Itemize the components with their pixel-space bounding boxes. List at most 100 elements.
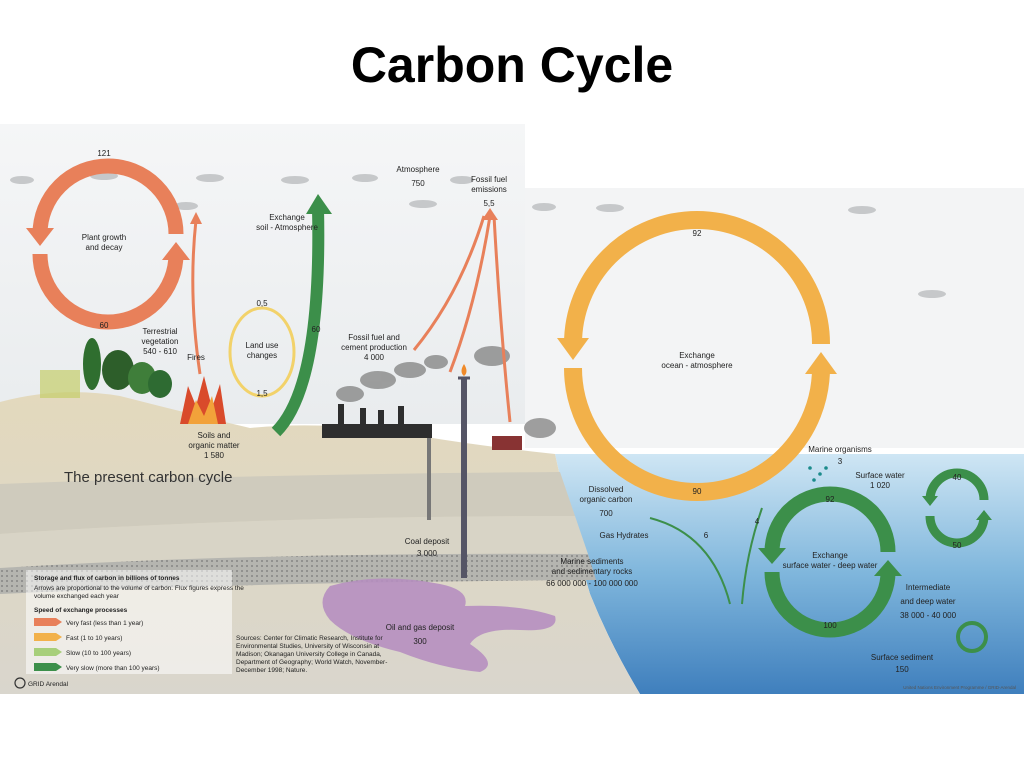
- fossil-cement-1: Fossil fuel and: [348, 333, 400, 342]
- sources-line-4: Department of Geography; World Watch, No…: [236, 659, 387, 666]
- marine-sediments-2: and sedimentary rocks: [552, 567, 632, 576]
- land-use-1: Land use: [246, 341, 279, 350]
- legend-title: Storage and flux of carbon in billions o…: [34, 575, 180, 582]
- ocean-arrow-left: [557, 338, 589, 360]
- intermediate-value: 38 000 - 40 000: [900, 611, 957, 620]
- oil-gas-value: 300: [413, 637, 427, 646]
- land-use-top: 0,5: [256, 299, 268, 308]
- legend-label-slow: Slow (10 to 100 years): [66, 650, 131, 657]
- sources-line-2: Environmental Studies, University of Wis…: [236, 643, 379, 650]
- white-inset: [525, 124, 1024, 188]
- exchange-soil-1: Exchange: [269, 213, 305, 222]
- deep-arrow-left: [758, 548, 786, 564]
- oil-rig: [461, 378, 467, 578]
- deep-arrow-right: [874, 560, 902, 576]
- plant-arrow-right: [162, 242, 190, 260]
- legend-label-very-slow: Very slow (more than 100 years): [66, 665, 160, 672]
- exchange-soil-2: soil - Atmosphere: [256, 223, 318, 232]
- sediment-layer-2: [0, 516, 588, 568]
- ocean-bottom-value: 90: [693, 487, 702, 496]
- plant-cycle-arc-bottom: [32, 253, 184, 330]
- soil-atmosphere-arrow: [191, 219, 202, 375]
- coal-value: 3 000: [417, 549, 438, 558]
- legend-swatch-fast: [34, 633, 62, 641]
- deep-cycle-arc-top: [764, 486, 896, 553]
- dissolved-1: Dissolved: [589, 485, 624, 494]
- green-arrow-head: [306, 194, 332, 214]
- ocean-cycle-arc-top: [564, 211, 830, 345]
- exchange-soil-value: 60: [312, 325, 321, 334]
- intermediate-1: Intermediate: [906, 583, 951, 592]
- deep-bottom-value: 100: [823, 621, 837, 630]
- factory: [322, 404, 432, 438]
- deep-cycle-arc-bottom: [764, 571, 896, 638]
- sky-background-right: [525, 188, 1024, 448]
- flux-4-label: 4: [755, 517, 760, 526]
- marine-organisms-label: Marine organisms: [808, 445, 872, 454]
- coal-pipe: [427, 432, 431, 520]
- dissolved-2: organic carbon: [580, 495, 633, 504]
- plant-cycle-arc-top: [32, 158, 184, 235]
- soils-value: 1 580: [204, 451, 225, 460]
- rig-flame: [461, 364, 467, 376]
- legend-note-2: volume exchanged each year: [34, 593, 120, 600]
- surface-sediment-label: Surface sediment: [871, 653, 934, 662]
- sediment-cycle-icon: [956, 621, 988, 653]
- marine-organisms-dots: [808, 466, 828, 482]
- soil-arrow-head: [190, 212, 202, 224]
- oil-gas-label: Oil and gas deposit: [386, 623, 455, 632]
- surface-water-label: Surface water: [855, 471, 905, 480]
- legend-label-fast: Fast (1 to 10 years): [66, 635, 122, 642]
- dissolved-arrow-4: [741, 507, 763, 605]
- atmosphere-value: 750: [411, 179, 425, 188]
- coal-label: Coal deposit: [405, 537, 450, 546]
- sediment-layer-1: [0, 472, 575, 534]
- terrestrial-2: vegetation: [142, 337, 179, 346]
- trees: [40, 338, 172, 398]
- ocean-exchange-2: ocean - atmosphere: [661, 361, 733, 370]
- emissions-label-2: emissions: [471, 185, 507, 194]
- emission-arrows: [412, 215, 512, 423]
- sources-line-5: December 1998; Nature.: [236, 667, 307, 674]
- small-cycle-top: 40: [953, 473, 962, 482]
- fires-label: Fires: [187, 353, 205, 362]
- plant-arrow-left: [26, 228, 54, 246]
- legend-label-very-fast: Very fast (less than 1 year): [66, 620, 143, 627]
- atmosphere-label: Atmosphere: [396, 165, 440, 174]
- soils-2: organic matter: [188, 441, 239, 450]
- factory-smoke: [336, 346, 556, 438]
- terrestrial-value: 540 - 610: [143, 347, 177, 356]
- ocean-exchange-1: Exchange: [679, 351, 715, 360]
- fires: [180, 376, 226, 424]
- land-use-cycle: [228, 306, 296, 398]
- plant-bottom-value: 60: [100, 321, 109, 330]
- truck: [492, 436, 522, 450]
- slide-title: Carbon Cycle: [350, 37, 674, 93]
- small-cycle-bottom: 50: [953, 541, 962, 550]
- marine-sediments-value: 66 000 000 - 100 000 000: [546, 579, 638, 588]
- ocean-arrow-right: [805, 352, 837, 374]
- intermediate-2: and deep water: [900, 597, 955, 606]
- ocean-top-value: 92: [693, 229, 702, 238]
- plant-label-2: and decay: [86, 243, 123, 252]
- plant-top-value: 121: [97, 149, 111, 158]
- logo-text: GRID Arendal: [28, 681, 69, 688]
- small-arrow-right: [976, 510, 992, 520]
- marine-sediments-1: Marine sediments: [560, 557, 623, 566]
- legend-note-1: Arrows are proportional to the volume of…: [34, 585, 244, 592]
- oil-gas-deposit: [322, 578, 556, 672]
- deep-top-value: 92: [826, 495, 835, 504]
- small-cycle-arc-top: [925, 468, 989, 501]
- terrestrial-1: Terrestrial: [142, 327, 177, 336]
- small-cycle-arc-bottom: [925, 515, 989, 548]
- dissolved-arrow-6: [649, 517, 731, 605]
- marine-organisms-value: 3: [838, 457, 843, 466]
- deep-exchange-2: surface water - deep water: [783, 561, 878, 570]
- land-use-bottom: 1,5: [256, 389, 268, 398]
- flux-6-label: 6: [704, 531, 709, 540]
- soils-1: Soils and: [198, 431, 231, 440]
- emissions-label-1: Fossil fuel: [471, 175, 507, 184]
- credit-text: United Nations Environment Programme / G…: [903, 685, 1016, 690]
- legend-swatch-very-fast: [34, 618, 62, 626]
- legend-swatch-slow: [34, 648, 62, 656]
